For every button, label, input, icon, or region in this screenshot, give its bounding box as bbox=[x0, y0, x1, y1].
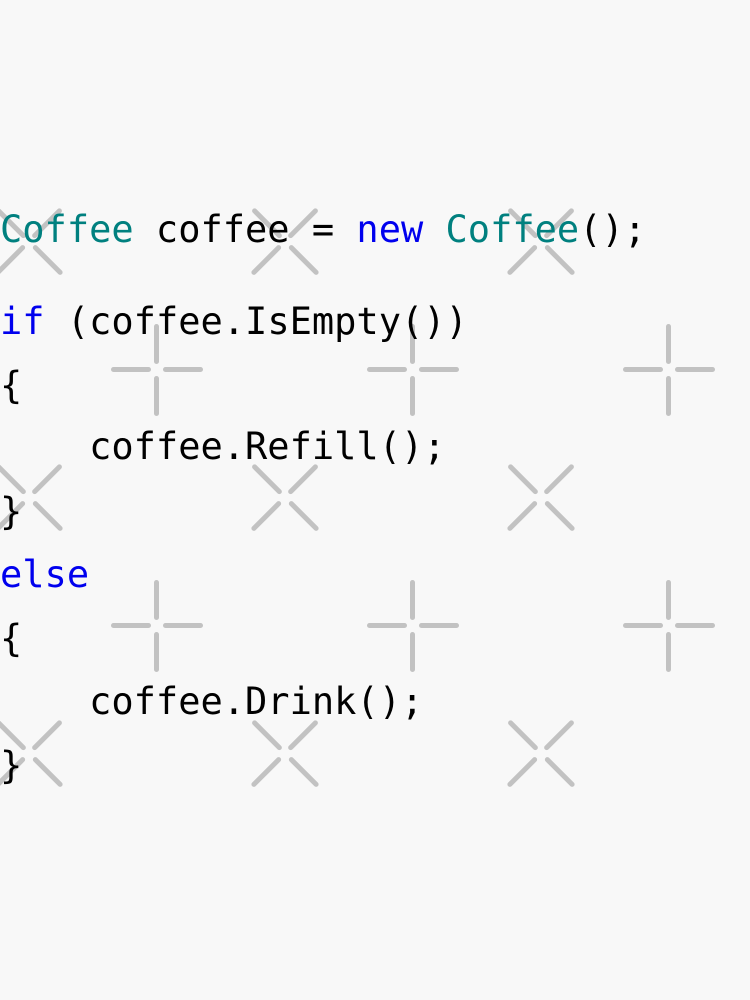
code-token: (coffee.IsEmpty()) bbox=[44, 300, 468, 343]
code-token: { bbox=[0, 364, 23, 407]
code-token: coffee = bbox=[133, 208, 357, 251]
keyword-token: new bbox=[356, 208, 424, 251]
code-line: Coffee coffee = new Coffee(); bbox=[0, 208, 646, 251]
code-token: coffee.Refill(); bbox=[0, 425, 446, 468]
code-token: { bbox=[0, 617, 23, 660]
code-token: coffee.Drink(); bbox=[0, 680, 424, 723]
type-token: Coffee bbox=[445, 208, 580, 251]
code-token: } bbox=[0, 744, 23, 787]
keyword-token: if bbox=[0, 300, 45, 343]
code-line: { bbox=[0, 617, 22, 660]
code-line: } bbox=[0, 744, 22, 787]
type-token: Coffee bbox=[0, 208, 134, 251]
code-token bbox=[423, 208, 445, 251]
code-line: } bbox=[0, 490, 22, 533]
code-line: else bbox=[0, 553, 89, 596]
code-line: coffee.Refill(); bbox=[0, 425, 446, 468]
code-token: } bbox=[0, 490, 23, 533]
code-token: (); bbox=[579, 208, 647, 251]
keyword-token: else bbox=[0, 553, 90, 596]
code-line: coffee.Drink(); bbox=[0, 680, 423, 723]
code-line: { bbox=[0, 364, 22, 407]
code-line: if (coffee.IsEmpty()) bbox=[0, 300, 468, 343]
